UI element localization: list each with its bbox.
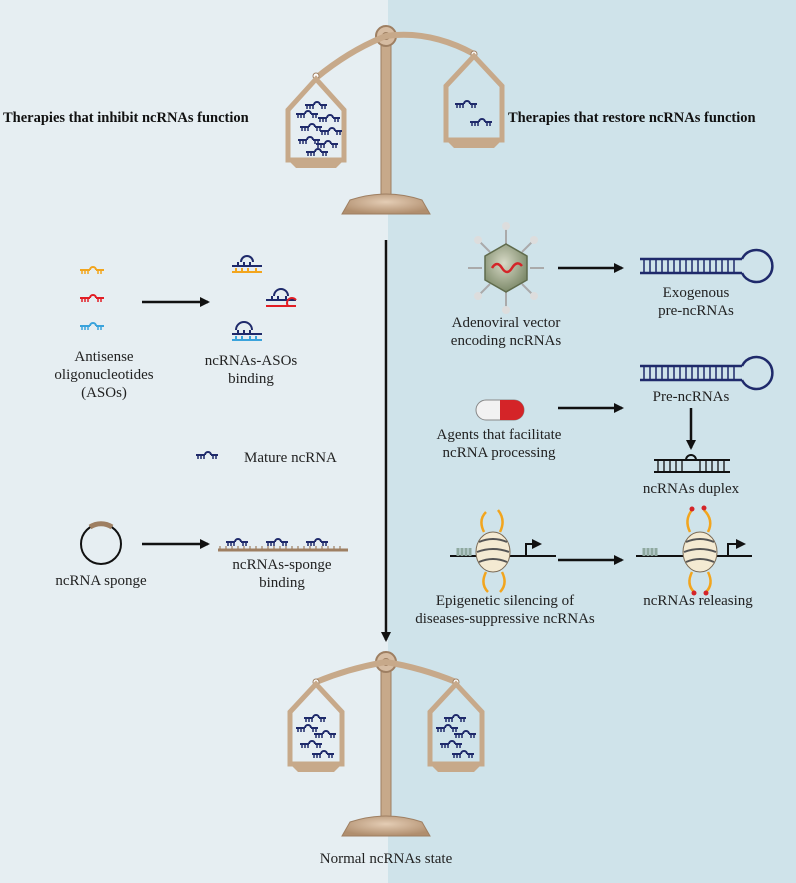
sponge-label: ncRNA sponge	[55, 573, 147, 589]
aso-binding-icons	[232, 255, 297, 341]
agents-label: Agents that facilitate ncRNA processing	[436, 427, 562, 461]
nucleosome-silenced-icon	[450, 509, 556, 593]
bottom-balance-scale	[287, 651, 485, 837]
sponge-binding-icon	[218, 538, 348, 552]
duplex-icon	[654, 454, 730, 473]
sponge-binding-label: ncRNAs-sponge binding	[232, 557, 332, 591]
aso-icons	[80, 266, 104, 330]
aso-binding-label: ncRNAs-ASOs binding	[204, 353, 298, 387]
pre-ncrna-icon	[640, 355, 774, 391]
epigenetic-label: Epigenetic silencing of diseases-suppres…	[415, 593, 595, 627]
nucleosome-releasing-icon	[636, 505, 752, 596]
top-balance-scale	[285, 25, 505, 215]
capsule-icon	[475, 399, 525, 421]
pre-ncrnas-label: Pre-ncRNAs	[652, 389, 730, 405]
right-header: Therapies that restore ncRNAs function	[508, 110, 756, 126]
adenoviral-label: Adenoviral vector encoding ncRNAs	[450, 315, 562, 349]
aso-label: Antisense oligonucleotides (ASOs)	[54, 349, 154, 401]
duplex-label: ncRNAs duplex	[642, 481, 740, 497]
mature-ncrna-icon	[195, 451, 219, 460]
mature-ncrna-label: Mature ncRNA	[244, 450, 337, 466]
sponge-icon	[80, 521, 122, 565]
adenovirus-icon	[468, 222, 544, 314]
releasing-label: ncRNAs releasing	[643, 593, 753, 609]
exogenous-label: Exogenous pre-ncRNAs	[658, 285, 734, 319]
left-header: Therapies that inhibit ncRNAs function	[3, 110, 249, 126]
exogenous-pre-ncrna-icon	[640, 248, 774, 284]
normal-state-label: Normal ncRNAs state	[319, 851, 453, 867]
